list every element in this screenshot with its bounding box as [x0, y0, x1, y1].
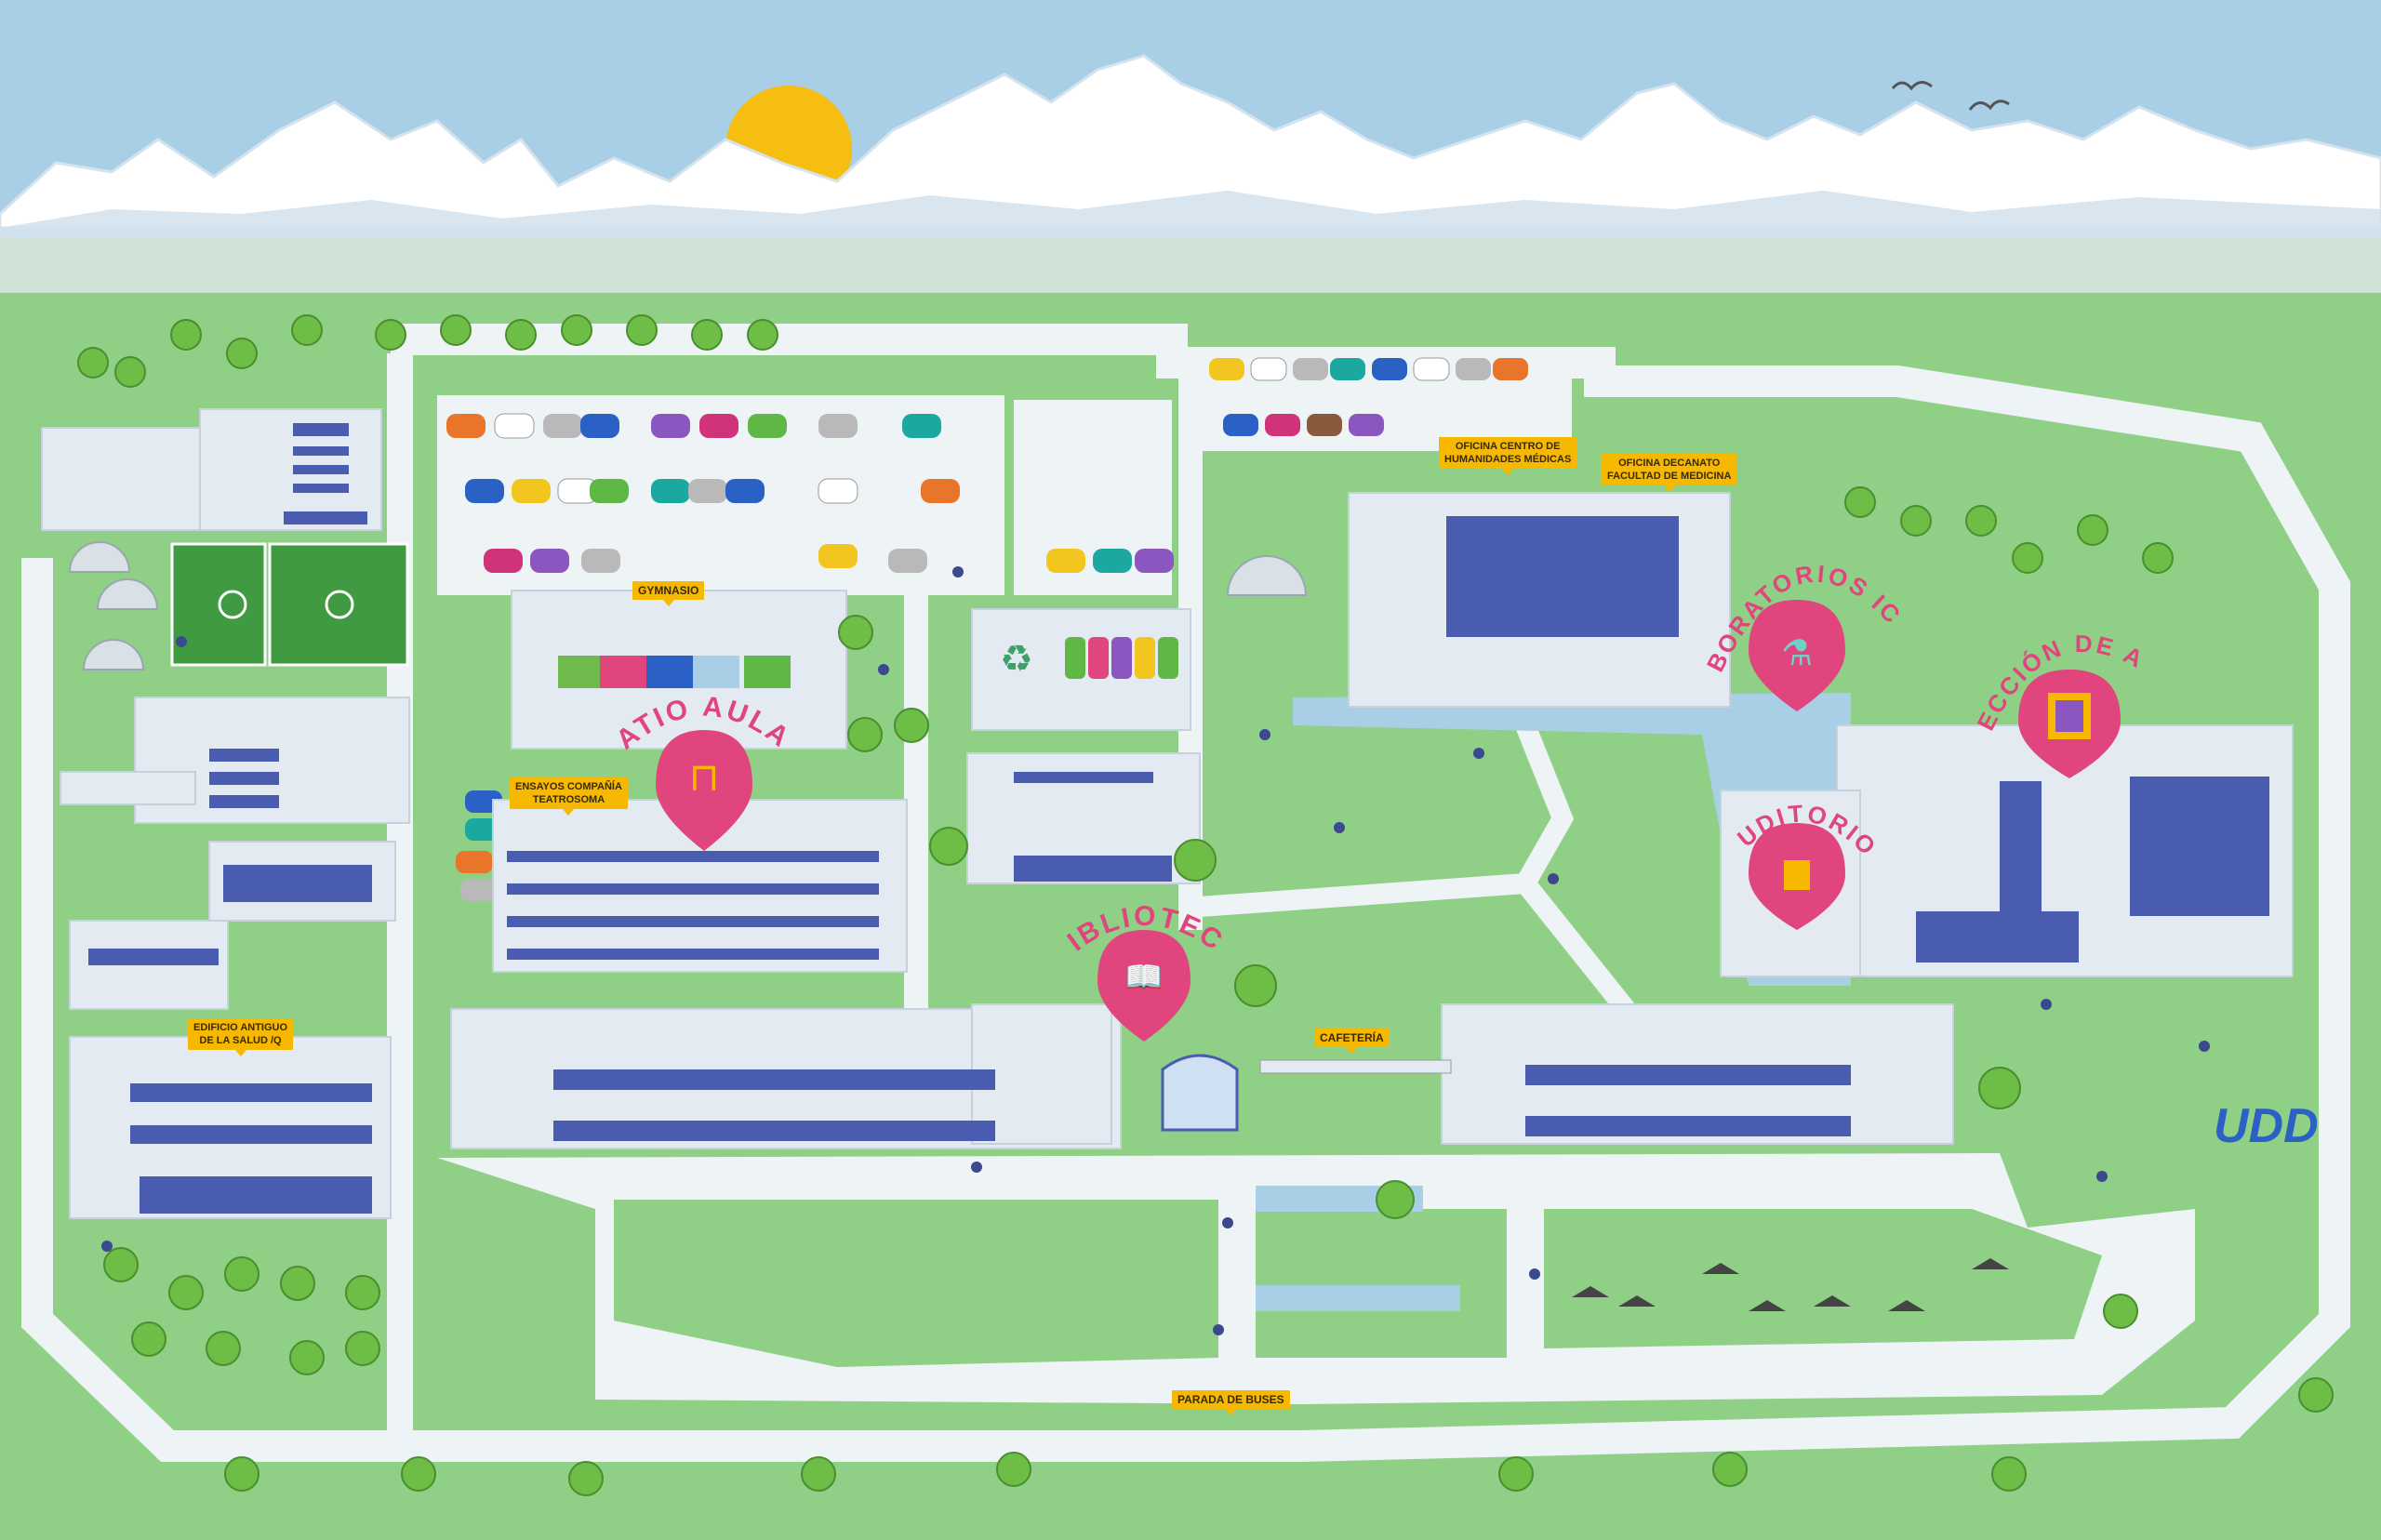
plaza-lawn-3 [1544, 1209, 2102, 1348]
library-dome [1161, 1054, 1239, 1132]
cafeteria-pergola [1259, 1059, 1452, 1074]
mountain-shadow [0, 191, 2381, 242]
plain-band [0, 237, 2381, 293]
field-circle [325, 590, 354, 619]
open-book-icon: 📖 [1124, 959, 1164, 996]
podium-icon [1784, 860, 1810, 890]
windows [88, 423, 2269, 1214]
bench-icon: ⊓ [689, 754, 720, 800]
label-cafeteria: CAFETERÍA [1314, 1029, 1390, 1054]
plaza-lawn-1 [614, 1200, 1218, 1367]
inner-road-5 [1199, 873, 1526, 917]
flask-icon: ⚗ [1781, 632, 1813, 673]
laboratorios-marker: ⚗ [1749, 600, 1845, 711]
label-edificio-antiguo: EDIFICIO ANTIGUO DE LA SALUD /Q [188, 1018, 294, 1056]
label-gimnasio: GYMNASIO [632, 581, 705, 606]
inner-road-4 [1512, 721, 1645, 1029]
recycling-bins: ♻ [1000, 637, 1178, 681]
udd-logo: UDD [2214, 1099, 2319, 1153]
field-circle [218, 590, 247, 619]
pond [1256, 1285, 1460, 1311]
trees [77, 314, 2334, 1496]
umbrellas [1572, 1258, 2009, 1311]
water-channel [1293, 693, 1851, 986]
people [101, 566, 2210, 1335]
mountain-range [0, 54, 2381, 230]
auditorio-marker [1749, 823, 1845, 930]
patio-aulas-marker: ⊓ [656, 730, 752, 851]
geodesic-domes [68, 541, 1308, 670]
bird-icon [1891, 81, 1933, 91]
recycle-icon: ♻ [1000, 638, 1033, 681]
label-oficina-decanato: OFICINA DECANATO FACULTAD DE MEDICINA [1602, 454, 1737, 492]
gym-color-band [558, 656, 791, 688]
label-ensayos: ENSAYOS COMPAÑÍA TEATROSOMA [510, 777, 628, 816]
bird-icon [1968, 100, 2010, 111]
label-oficina-humanidades: OFICINA CENTRO DE HUMANIDADES MÉDICAS [1439, 437, 1577, 475]
label-parada-buses: PARADA DE BUSES [1172, 1390, 1290, 1415]
soccer-field [268, 542, 409, 667]
coleccion-marker [2018, 670, 2121, 778]
plaza-lawn-2 [1256, 1209, 1507, 1358]
parked-cars [446, 357, 1528, 901]
biblioteca-marker: 📖 [1097, 930, 1190, 1042]
landmark-markers: ⊓ 📖 ⚗ [656, 600, 2121, 1042]
